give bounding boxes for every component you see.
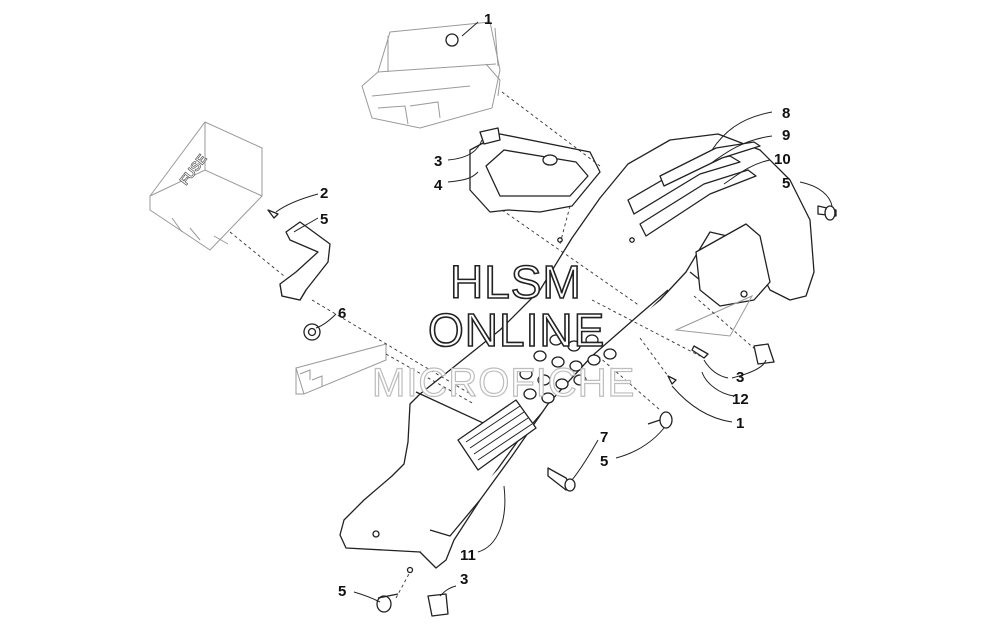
callout-4-bracket: 4 [434,177,443,194]
bracket-plate [469,133,601,213]
callout-1-rivet-left: 2 [320,185,328,202]
fuse-bracket [279,221,331,301]
fender-main [339,133,815,574]
callout-3-clip-bottom: 3 [460,571,468,588]
callout-6-nut: 6 [338,305,346,322]
callout-3-clip-right: 3 [736,369,744,386]
callout-5-screw-bottom: 5 [338,583,346,600]
watermark: HLSM ONLINE MICROFICHE [371,255,635,405]
watermark-line-1: HLSM [450,256,582,308]
callout-9: 9 [782,127,790,144]
callout-8: 8 [782,105,790,122]
callout-1-rivet-right: 1 [736,415,744,432]
callouts: 1 3 4 2 5 6 8 9 10 5 3 12 1 7 5 11 3 5 [320,11,791,600]
callout-7-bolt: 7 [600,429,608,446]
callout-5-module: 1 [484,11,492,28]
fuse-box: FUSE [149,121,263,251]
callout-2-fuse-bracket: 5 [320,211,328,228]
callout-12: 12 [732,391,749,408]
watermark-line-3: MICROFICHE [372,361,635,405]
watermark-line-2: ONLINE [428,304,605,356]
nut [303,323,321,341]
callout-3-clip-top: 3 [434,153,442,170]
assembly-lines [229,91,757,599]
mounting-rail [295,343,387,395]
vent-holes [519,334,617,404]
warning-label [457,399,537,471]
leader-lines [275,21,833,603]
callout-5-screw-right: 5 [782,175,790,192]
callout-10: 10 [774,151,791,168]
callout-5-screw-middle: 5 [600,453,608,470]
electronic-module [361,21,501,129]
callout-11-label: 11 [460,547,476,564]
hardware [267,33,837,617]
